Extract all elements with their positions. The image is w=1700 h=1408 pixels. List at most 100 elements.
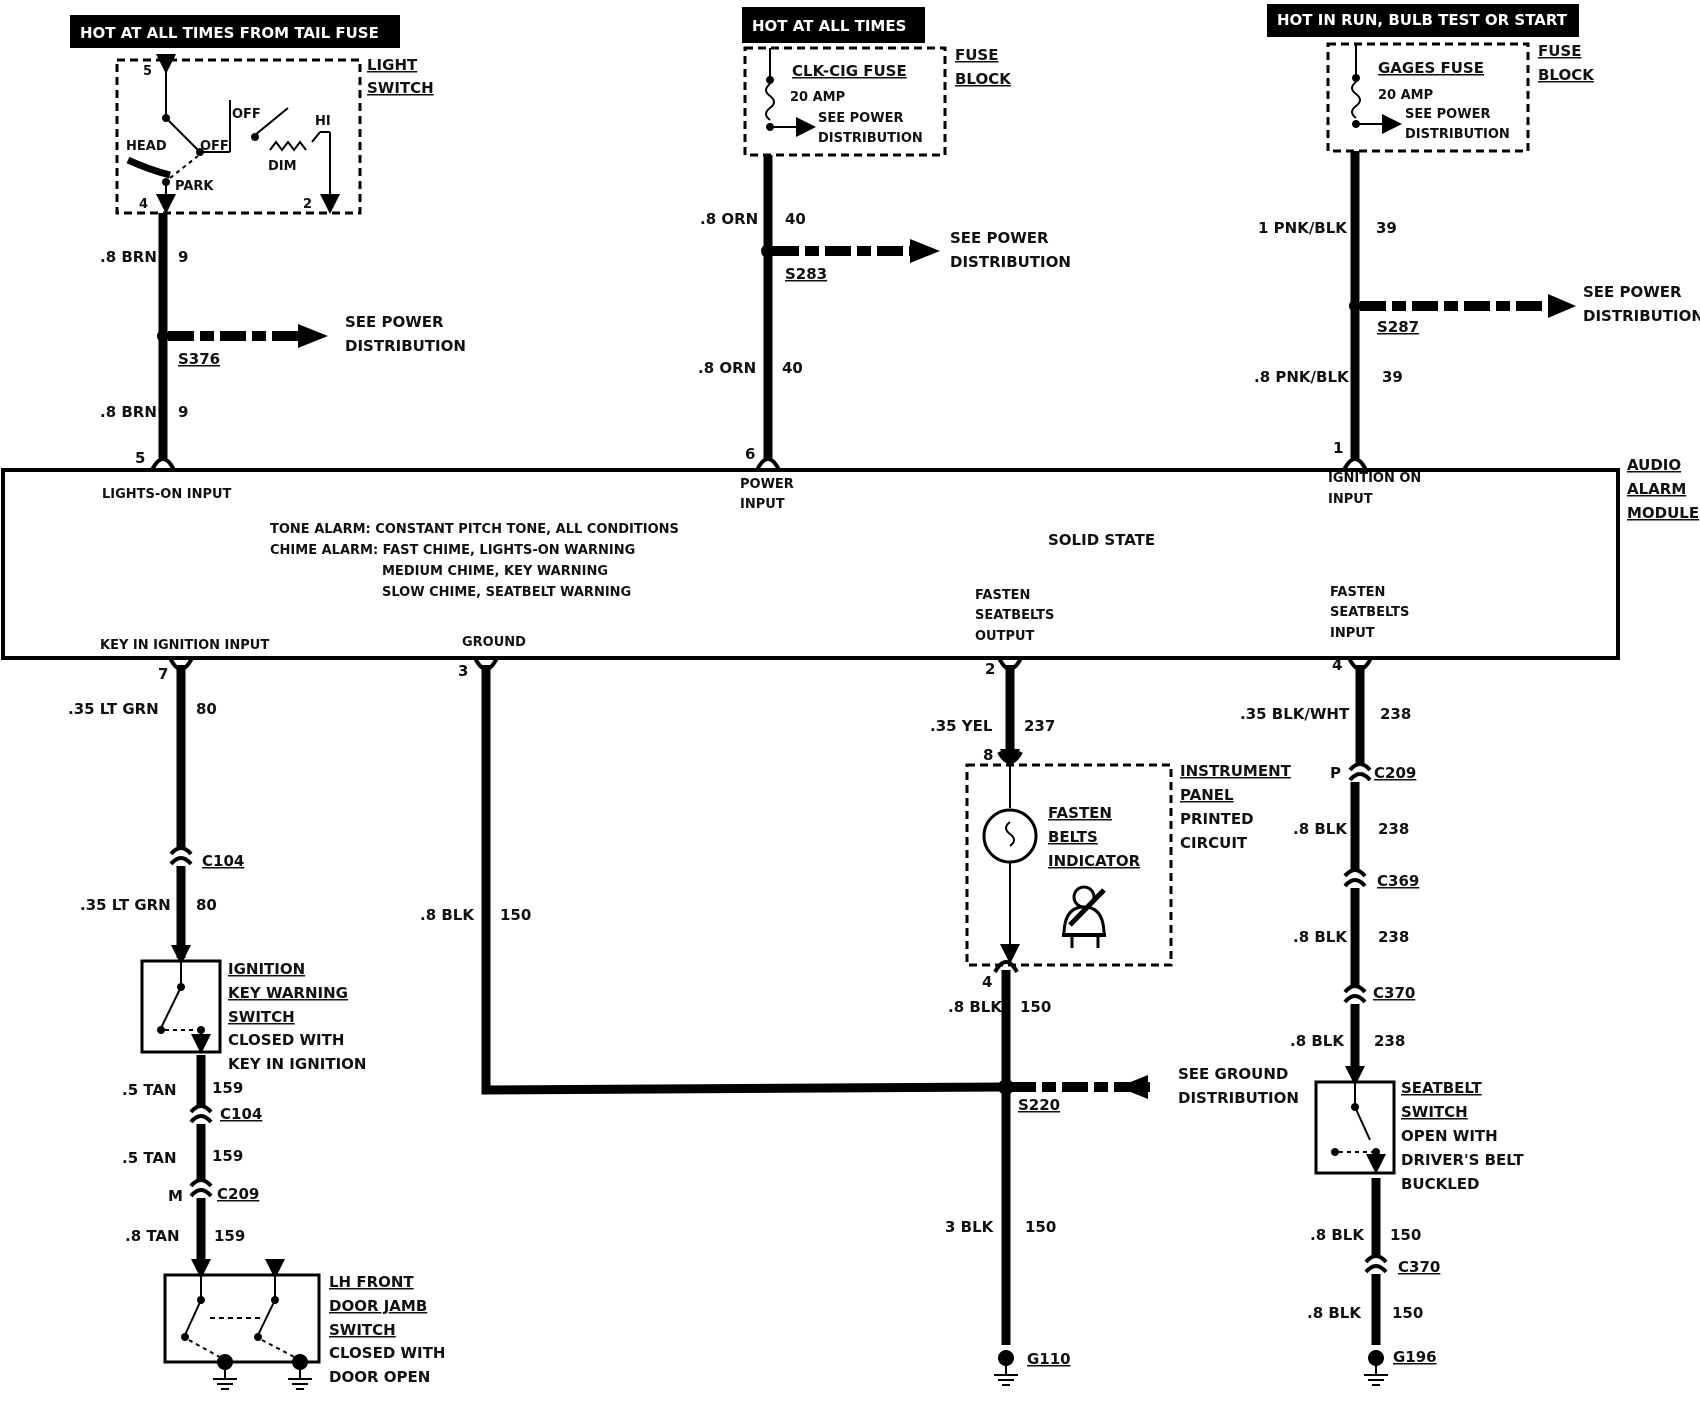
splice-s283: S283 xyxy=(785,265,827,283)
ground-num: 150 xyxy=(500,906,531,924)
power-see-1: SEE POWER xyxy=(950,229,1049,247)
ground-symbol-icon xyxy=(213,1370,237,1390)
seatbelt-switch-label-5: BUCKLED xyxy=(1401,1175,1480,1193)
module-ground: GROUND xyxy=(462,635,526,650)
key-wire-3: .5 TAN xyxy=(122,1081,177,1099)
circuit-key-in-ignition: 7 .35 LT GRN 80 C104 .35 LT GRN 80 IGNIT… xyxy=(68,665,445,1390)
connector-c370-a: C370 xyxy=(1373,984,1415,1002)
module-fsb-out-2: SEATBELTS xyxy=(975,608,1054,623)
arrow-s220-icon xyxy=(1118,1075,1148,1099)
seatbelt-switch-label-2: SWITCH xyxy=(1401,1103,1468,1121)
connector-c104-b: C104 xyxy=(220,1105,262,1123)
power-num-top: 40 xyxy=(785,210,806,228)
fsb-in-num-5: 150 xyxy=(1390,1226,1421,1244)
ground-symbol-icon xyxy=(288,1370,312,1390)
circuit-ignition-on: 1 PNK/BLK 39 SEE POWER DISTRIBUTION S287… xyxy=(1254,151,1700,458)
fsb-out-pin-4: 4 xyxy=(982,973,992,991)
key-num-4: 159 xyxy=(212,1147,243,1165)
module-fsb-out-3: OUTPUT xyxy=(975,629,1035,644)
door-jamb-label-3: SWITCH xyxy=(329,1321,396,1339)
circuit-lights-on: .8 BRN 9 SEE POWER DISTRIBUTION S376 .8 … xyxy=(100,213,466,467)
seatbelt-switch-label-4: DRIVER'S BELT xyxy=(1401,1151,1524,1169)
ipc-label-3: PRINTED xyxy=(1180,810,1254,828)
fsb-in-wire-6: .8 BLK xyxy=(1307,1304,1362,1322)
header-hot-run-text: HOT IN RUN, BULB TEST OR START xyxy=(1277,11,1568,29)
ground-wire: .8 BLK xyxy=(420,906,475,924)
fuse-block-2-label-1: FUSE xyxy=(1538,42,1581,60)
fuse-block-gages: FUSE BLOCK GAGES FUSE 20 AMP SEE POWER D… xyxy=(1326,42,1595,153)
splice-s376: S376 xyxy=(178,350,220,368)
header-hot-always: HOT AT ALL TIMES xyxy=(742,7,925,43)
light-switch-pin-2: 2 xyxy=(303,197,312,212)
ignition-num-bottom: 39 xyxy=(1382,368,1403,386)
light-switch-box xyxy=(115,58,362,215)
instrument-panel-box xyxy=(965,763,1173,967)
light-switch-pin-5: 5 xyxy=(143,64,152,79)
module-name-3: MODULE xyxy=(1627,504,1699,522)
ignition-switch-label-1: IGNITION xyxy=(228,960,305,978)
fsb-out-wire-3: 3 BLK xyxy=(945,1218,995,1236)
fuse-block-clk-cig: FUSE BLOCK CLK-CIG FUSE 20 AMP SEE POWER… xyxy=(743,46,1012,157)
module-power-input-2: INPUT xyxy=(740,497,785,512)
splice-s283-dot xyxy=(761,244,775,258)
module-desc-4: SLOW CHIME, SEATBELT WARNING xyxy=(382,585,631,600)
fsb-out-num: 237 xyxy=(1024,717,1055,735)
ground-pin: 3 xyxy=(458,662,468,680)
key-num-2: 80 xyxy=(196,896,217,914)
circuit-fsb-input: 4 .35 BLK/WHT 238 P C209 .8 BLK 238 C369… xyxy=(1240,656,1524,1386)
ipc-label-4: CIRCUIT xyxy=(1180,834,1248,852)
fsb-in-wire-4: .8 BLK xyxy=(1290,1032,1345,1050)
connector-c209-b: C209 xyxy=(1374,764,1416,782)
seatbelt-switch-label-3: OPEN WITH xyxy=(1401,1127,1498,1145)
light-switch-off-2: OFF xyxy=(232,107,261,122)
fuse-block-1-box xyxy=(743,46,947,157)
ignition-see-1: SEE POWER xyxy=(1583,283,1682,301)
light-switch-title-2: SWITCH xyxy=(367,79,434,97)
module-fsb-in-3: INPUT xyxy=(1330,626,1375,641)
key-wire-2: .35 LT GRN xyxy=(80,896,171,914)
module-desc-1: TONE ALARM: CONSTANT PITCH TONE, ALL CON… xyxy=(270,522,679,537)
door-jamb-switch-box xyxy=(163,1273,321,1364)
indicator-lamp-icon xyxy=(982,808,1038,864)
arrow-s283-icon xyxy=(910,239,940,263)
power-see-2: DISTRIBUTION xyxy=(950,253,1071,271)
indicator-label-2: BELTS xyxy=(1048,828,1098,846)
key-wire-4: .5 TAN xyxy=(122,1149,177,1167)
module-solid-state: SOLID STATE xyxy=(1048,531,1155,549)
power-num-bottom: 40 xyxy=(782,359,803,377)
ignition-switch-label-4: CLOSED WITH xyxy=(228,1031,344,1049)
header-hot-run: HOT IN RUN, BULB TEST OR START xyxy=(1267,4,1579,37)
fsb-in-pin: 4 xyxy=(1332,656,1342,674)
door-jamb-label-2: DOOR JAMB xyxy=(329,1297,427,1315)
fsb-out-pin: 2 xyxy=(985,660,995,678)
fuse-block-1-label-2: BLOCK xyxy=(955,70,1012,88)
ipc-label-2: PANEL xyxy=(1180,786,1234,804)
module-power-input-1: POWER xyxy=(740,477,794,492)
fuse-2-see-2: DISTRIBUTION xyxy=(1405,127,1510,142)
module-fsb-in-1: FASTEN xyxy=(1330,585,1385,600)
fuse-1-element-icon xyxy=(765,83,775,121)
light-switch-head: HEAD xyxy=(126,139,167,154)
module-name-2: ALARM xyxy=(1627,480,1686,498)
header-tail-fuse-text: HOT AT ALL TIMES FROM TAIL FUSE xyxy=(80,24,379,42)
fuse-2-name: GAGES FUSE xyxy=(1378,59,1484,77)
seatbelt-person-icon xyxy=(1062,885,1106,948)
fsb-in-wire-5: .8 BLK xyxy=(1310,1226,1365,1244)
door-jamb-label-5: DOOR OPEN xyxy=(329,1368,430,1386)
arrow-s376-icon xyxy=(298,324,328,348)
lights-num-bottom: 9 xyxy=(178,403,188,421)
module-fsb-in-2: SEATBELTS xyxy=(1330,605,1409,620)
module-lights-on-input: LIGHTS-ON INPUT xyxy=(102,487,232,502)
lights-wire-bottom: .8 BRN xyxy=(100,403,157,421)
fuse-2-rating: 20 AMP xyxy=(1378,88,1433,103)
fsb-in-num-6: 150 xyxy=(1392,1304,1423,1322)
indicator-label-3: INDICATOR xyxy=(1048,852,1141,870)
ignition-wire-bottom: .8 PNK/BLK xyxy=(1254,368,1350,386)
fsb-in-wire-3: .8 BLK xyxy=(1293,928,1348,946)
module-desc-3: MEDIUM CHIME, KEY WARNING xyxy=(382,564,608,579)
module-box xyxy=(1,468,1620,660)
ignition-switch-label-3: SWITCH xyxy=(228,1008,295,1026)
connector-c209-pin-p: P xyxy=(1330,764,1341,782)
fsb-in-wire-2: .8 BLK xyxy=(1293,820,1348,838)
connector-c104-a: C104 xyxy=(202,852,244,870)
